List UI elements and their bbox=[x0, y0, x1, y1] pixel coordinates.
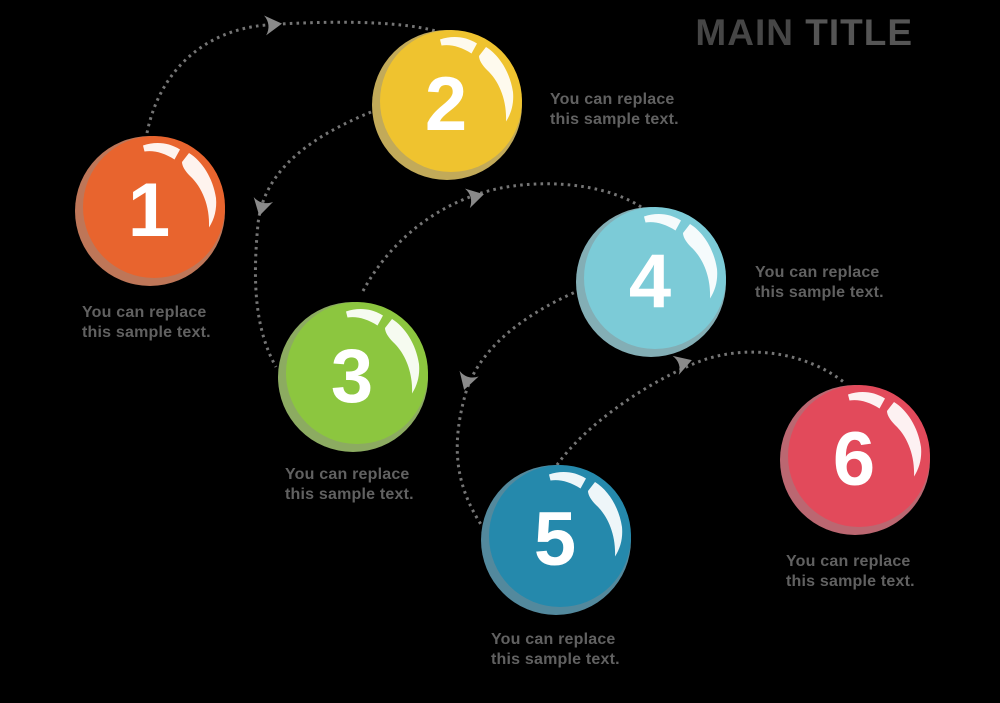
caption-line: You can replace bbox=[82, 304, 207, 321]
step-number: 2 bbox=[424, 62, 468, 147]
step-number: 4 bbox=[628, 239, 672, 324]
caption-line: You can replace bbox=[786, 553, 911, 570]
caption-line: this sample text. bbox=[285, 486, 414, 503]
step-1-caption: You can replace this sample text. bbox=[82, 303, 211, 343]
gloss-highlight-icon bbox=[549, 472, 623, 557]
connector-arc-1-2 bbox=[145, 20, 437, 134]
caption-line: You can replace bbox=[491, 631, 616, 648]
step-5-caption: You can replace this sample text. bbox=[491, 630, 620, 670]
ball-circle bbox=[489, 465, 631, 607]
page-title-word-1: MAIN bbox=[695, 12, 794, 53]
ball-circle bbox=[286, 302, 428, 444]
gloss-highlight-icon bbox=[644, 214, 718, 299]
page-title-word-2: TITLE bbox=[805, 12, 913, 53]
step-3-caption: You can replace this sample text. bbox=[285, 465, 414, 505]
caption-line: this sample text. bbox=[82, 324, 211, 341]
ball-circle bbox=[584, 207, 726, 349]
step-5-ball: 5 bbox=[481, 465, 631, 615]
caption-line: this sample text. bbox=[786, 573, 915, 590]
caption-line: this sample text. bbox=[550, 111, 679, 128]
connector-arc-2-3 bbox=[253, 110, 372, 368]
connector-arc-4-5 bbox=[455, 288, 581, 527]
ball-circle bbox=[380, 30, 522, 172]
step-number: 6 bbox=[832, 417, 876, 502]
gloss-highlight-icon bbox=[848, 392, 922, 477]
arrowhead-icon bbox=[464, 188, 484, 209]
connector-arc-3-4 bbox=[361, 182, 645, 292]
arrowhead-icon bbox=[253, 196, 274, 216]
caption-line: You can replace bbox=[755, 264, 880, 281]
step-1-ball: 1 bbox=[75, 136, 225, 286]
caption-line: this sample text. bbox=[755, 284, 884, 301]
gloss-highlight-icon bbox=[346, 309, 420, 394]
step-6-caption: You can replace this sample text. bbox=[786, 552, 915, 592]
step-4-caption: You can replace this sample text. bbox=[755, 263, 884, 303]
arrowhead-icon bbox=[264, 15, 282, 36]
page-title: MAIN TITLE bbox=[695, 12, 913, 54]
gloss-highlight-icon bbox=[143, 143, 217, 228]
caption-line: You can replace bbox=[550, 91, 675, 108]
step-number: 3 bbox=[330, 334, 374, 419]
step-number: 5 bbox=[533, 497, 577, 582]
arrowhead-icon bbox=[459, 370, 479, 390]
step-number: 1 bbox=[127, 168, 171, 253]
step-2-caption: You can replace this sample text. bbox=[550, 90, 679, 130]
step-4-ball: 4 bbox=[576, 207, 726, 357]
ball-circle bbox=[83, 136, 225, 278]
step-3-ball: 3 bbox=[278, 302, 428, 452]
step-6-ball: 6 bbox=[780, 385, 930, 535]
gloss-highlight-icon bbox=[440, 37, 514, 122]
caption-line: this sample text. bbox=[491, 651, 620, 668]
arrowhead-icon bbox=[672, 355, 692, 375]
step-2-ball: 2 bbox=[372, 30, 522, 180]
caption-line: You can replace bbox=[285, 466, 410, 483]
ball-circle bbox=[788, 385, 930, 527]
